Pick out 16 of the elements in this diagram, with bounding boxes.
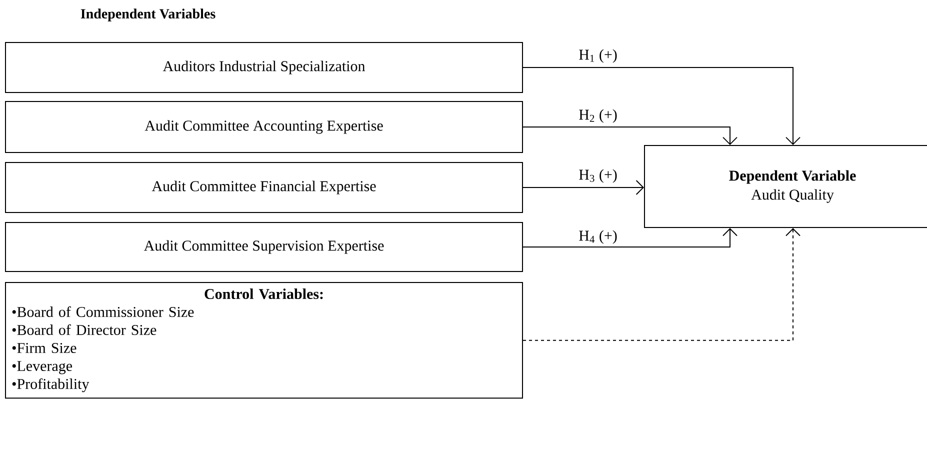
arrow: [522, 126, 738, 145]
arrow: [522, 67, 800, 145]
variable-box: Auditors Industrial Specialization: [5, 42, 523, 93]
dashed-arrow: [522, 228, 800, 341]
heading: Independent Variables: [80, 8, 216, 22]
edge-label: H$_{3}$ (+): [578, 168, 618, 184]
variable-box: Audit Committee Accounting Expertise: [5, 101, 523, 153]
edge-label: H$_{2}$ (+): [578, 108, 618, 124]
edge-label: H$_{1}$ (+): [578, 48, 618, 64]
control-variables-box: Control Variables: •Board of Commissioner Size •Board of Director Size •Firm Size •Leverage •Profitability: [5, 282, 523, 399]
dependent-variable-box: Dependent Variable Audit Quality: [644, 145, 927, 228]
arrow: [522, 228, 738, 248]
arrow: [522, 180, 644, 195]
edge-label: H$_{4}$ (+): [578, 229, 618, 245]
variable-box: Audit Committee Supervision Expertise: [5, 222, 523, 272]
variable-box: Audit Committee Financial Expertise: [5, 162, 523, 213]
